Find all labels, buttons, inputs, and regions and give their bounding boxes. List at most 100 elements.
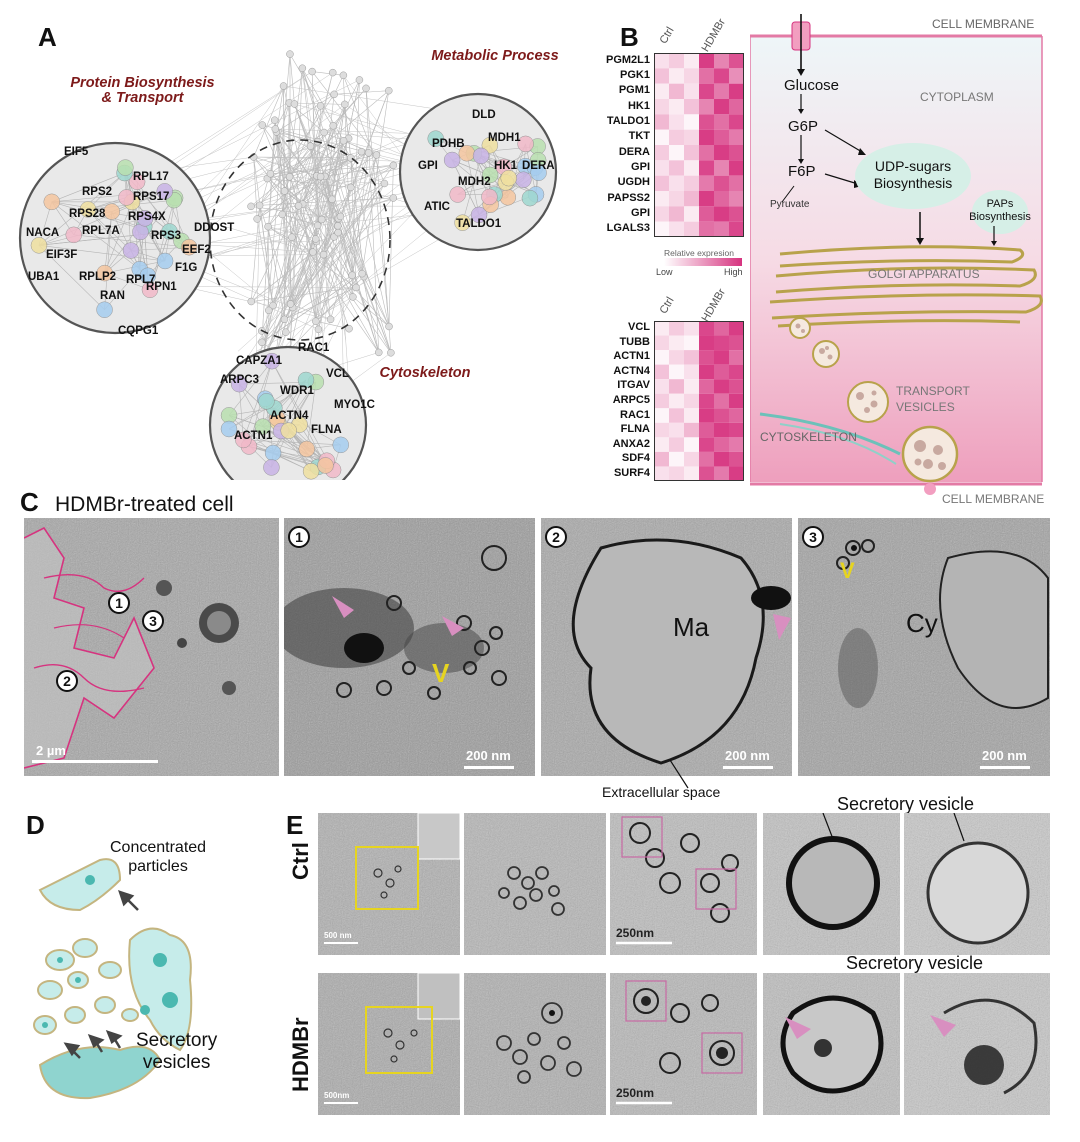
heatmap-cell xyxy=(729,191,744,207)
heatmap-cell xyxy=(714,335,729,351)
heatmap-cell xyxy=(729,350,744,365)
heatmap-top-col-ctrl: Ctrl xyxy=(657,25,677,46)
heatmap-gene-label: HK1 xyxy=(627,99,650,112)
heatmap-cell xyxy=(714,53,729,69)
heatmap-cell xyxy=(654,68,669,84)
scale-bar-label: 250nm xyxy=(616,926,655,940)
heatmap-cell xyxy=(714,175,729,191)
heatmap-cell xyxy=(669,466,684,481)
heatmap-cell xyxy=(729,53,744,69)
heatmap-cell xyxy=(684,129,699,145)
heatmap-cell xyxy=(699,83,714,99)
scale-bar xyxy=(464,766,514,769)
heatmap-cell xyxy=(714,350,729,365)
heatmap-cell xyxy=(714,99,729,115)
heatmap-cell xyxy=(669,99,684,115)
heatmap-cell xyxy=(684,451,699,467)
glucose-label: Glucose xyxy=(784,77,840,94)
heatmap-cell xyxy=(669,422,684,438)
scale-bar xyxy=(723,766,773,769)
heatmap-cell xyxy=(669,221,684,237)
gene-label: DERA xyxy=(522,160,555,172)
gene-label: GPI xyxy=(418,160,438,172)
em-ctrl-overview: 500 nm xyxy=(318,813,460,955)
heatmap-cell xyxy=(684,83,699,99)
heatmap-bottom-col-hdmbr: HDMBr xyxy=(699,286,729,324)
heatmap-cell xyxy=(729,364,744,380)
heatmap-cell xyxy=(669,68,684,84)
heatmap-cell xyxy=(729,206,744,222)
heatmap-cell xyxy=(654,422,669,438)
gene-label: DDOST xyxy=(194,222,235,234)
legend-high: High xyxy=(724,267,743,277)
gene-label: F1G xyxy=(175,262,198,274)
heatmap-cell xyxy=(714,129,729,145)
cytoplasm-em-label: Cy xyxy=(906,608,938,638)
heatmap-cell xyxy=(684,466,699,481)
transport-vesicles-label: TRANSPORT VESICLES xyxy=(896,384,970,414)
heatmap-cell xyxy=(669,437,684,452)
heatmap-cell xyxy=(714,68,729,84)
heatmap-cell xyxy=(729,114,744,130)
heatmap-cell xyxy=(669,160,684,176)
heatmap-cell xyxy=(669,206,684,222)
heatmap-gene-label: PGM1 xyxy=(618,84,650,97)
heatmap-cell xyxy=(684,408,699,423)
g6p-label: G6P xyxy=(788,118,819,135)
callout-2: 2 xyxy=(56,670,78,692)
gene-label: MDH1 xyxy=(488,132,521,144)
gene-label: HK1 xyxy=(494,160,518,172)
gene-label: RPS4X xyxy=(128,211,166,223)
em-hdmbr-overview: 500nm xyxy=(318,973,460,1115)
em-overview-image: 1 3 2 2 µm xyxy=(24,518,279,776)
legend-gradient xyxy=(664,258,742,266)
scale-bar xyxy=(32,760,158,763)
heatmap-gene-label: SDF4 xyxy=(621,452,650,465)
gene-label: WDR1 xyxy=(280,385,314,397)
heatmap-cell xyxy=(699,191,714,207)
heatmap-cell xyxy=(699,335,714,351)
heatmap-cell xyxy=(684,335,699,351)
heatmap-bottom-col-ctrl: Ctrl xyxy=(657,295,677,316)
heatmap-cell xyxy=(729,437,744,452)
scale-bar-label: 2 µm xyxy=(36,743,66,758)
heatmap-cell xyxy=(684,68,699,84)
heatmap-gene-label: DERA xyxy=(618,145,650,158)
heatmap-cell xyxy=(684,379,699,394)
em-ctrl-zoom xyxy=(464,813,606,955)
em-zoom-1-image: 1 V 200 nm xyxy=(284,518,535,776)
heatmap-cell xyxy=(699,175,714,191)
heatmap-cell xyxy=(684,145,699,161)
panel-label-d: D xyxy=(26,810,45,840)
heatmap-cell xyxy=(699,221,714,237)
golgi-label: GOLGI APPARATUS xyxy=(868,267,980,281)
heatmap-cell xyxy=(669,145,684,161)
scale-bar-label: 250nm xyxy=(616,1086,655,1100)
gene-label: RPS17 xyxy=(133,191,170,203)
extracellular-pointer xyxy=(669,759,689,789)
secretory-vesicle-label-top: Secretory vesicle xyxy=(837,794,975,814)
heatmap-cell xyxy=(684,350,699,365)
heatmap-cell xyxy=(654,99,669,115)
extracellular-label: Extracellular space xyxy=(602,784,721,800)
scale-bar-label: 200 nm xyxy=(725,748,770,763)
heatmap-cell xyxy=(684,175,699,191)
heatmap-cell xyxy=(654,53,669,69)
heatmap-gene-label: LGALS3 xyxy=(606,222,650,235)
heatmap-top xyxy=(654,53,744,237)
heatmap-cell xyxy=(699,68,714,84)
heatmap-cell xyxy=(729,145,744,161)
concentrated-particles-label: Concentrated particles xyxy=(110,839,207,875)
heatmap-cell xyxy=(714,191,729,207)
gene-label: ATIC xyxy=(424,201,450,213)
gene-label: MDH2 xyxy=(458,176,491,188)
gene-label: ARPC3 xyxy=(220,374,259,386)
heatmap-cell xyxy=(699,466,714,481)
heatmap-cell xyxy=(714,422,729,438)
heatmap-cell xyxy=(654,437,669,452)
heatmap-cell xyxy=(684,364,699,380)
heatmap-cell xyxy=(699,160,714,176)
heatmap-cell xyxy=(654,379,669,394)
heatmap-cell xyxy=(654,175,669,191)
panel-label-c: C xyxy=(20,487,39,517)
